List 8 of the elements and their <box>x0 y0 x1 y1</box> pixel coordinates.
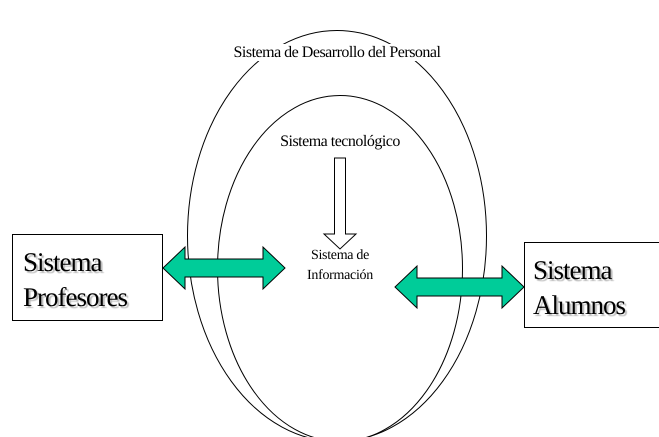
system-label: Sistema de Información <box>306 247 374 285</box>
block-arrow <box>394 264 525 310</box>
system-title: Sistema de Desarrollo del Personal <box>234 44 440 61</box>
system-box: Sistema Profesores <box>12 234 163 321</box>
system-title: Sistema tecnológico <box>280 133 400 150</box>
block-arrow <box>162 246 286 290</box>
system-box: Sistema Alumnos <box>524 242 659 328</box>
block-arrow <box>322 158 358 250</box>
